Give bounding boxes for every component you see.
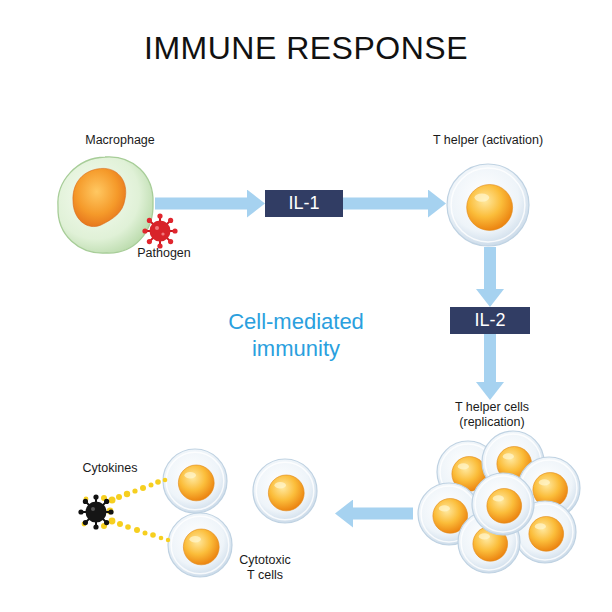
- cell-nucleus: [178, 465, 214, 501]
- cell-group: Cytotoxic T cells: [160, 445, 335, 585]
- cell-membrane: [253, 459, 317, 523]
- cell-rim: [171, 516, 229, 574]
- virus-core: [86, 502, 107, 523]
- flow-arrow: [353, 508, 413, 520]
- cytokine-box: IL-2: [450, 307, 530, 334]
- t-helper-cell: T helper (activation): [446, 163, 530, 247]
- cell-membrane: [168, 513, 232, 577]
- virus-spike-tips: [142, 213, 177, 248]
- cell-label: Macrophage: [55, 133, 185, 148]
- virus-spikes: [81, 497, 111, 527]
- cell-rim: [166, 452, 224, 510]
- t-cell: [447, 164, 529, 246]
- cell-nucleus: [268, 475, 304, 511]
- macrophage-outline: [55, 155, 155, 255]
- nucleus-highlight: [189, 536, 201, 542]
- cytokine-dots: [82, 478, 171, 543]
- cell-membrane: [472, 473, 534, 535]
- t-cell: [168, 513, 232, 577]
- diagram-title: IMMUNE RESPONSE: [0, 30, 612, 66]
- nucleus-highlight: [458, 463, 469, 469]
- macrophage-membrane: [58, 157, 153, 253]
- pathogen-virus: [142, 213, 177, 248]
- cytotoxic-target-virus: [78, 494, 113, 529]
- cell-label: T helper (activation): [406, 133, 570, 148]
- flow-arrow: [484, 334, 496, 382]
- cell-nucleus: [467, 185, 513, 231]
- pathogen-label: Pathogen: [128, 246, 200, 261]
- nucleus-highlight: [439, 505, 450, 511]
- cell-label: Cytotoxic T cells: [236, 553, 294, 583]
- virus-core: [150, 221, 171, 242]
- nucleus-highlight: [503, 453, 514, 459]
- nucleus-highlight: [539, 479, 550, 485]
- cell-rim: [451, 168, 525, 242]
- macrophage-cell: Macrophage: [55, 155, 155, 255]
- nucleus-highlight: [184, 472, 196, 478]
- immunity-type-label: Cell-mediated immunity: [212, 308, 380, 362]
- virus-spikes: [145, 216, 175, 246]
- cell-nucleus: [183, 529, 219, 565]
- cytokine-box: IL-1: [265, 190, 343, 217]
- virus-spot: [91, 507, 95, 511]
- flow-arrow: [484, 247, 496, 289]
- t-cell: [253, 459, 317, 523]
- nucleus-highlight: [535, 523, 546, 529]
- cell-rim: [256, 462, 314, 520]
- cytokines-label: Cytokines: [74, 461, 146, 476]
- nucleus-highlight: [479, 533, 490, 539]
- cell-outline: [446, 163, 530, 247]
- cytokine-name: IL-1: [288, 193, 319, 214]
- cell-cluster: T helper cells (replication): [413, 400, 583, 582]
- virus-spot: [161, 232, 164, 235]
- virus-spot: [155, 226, 159, 230]
- flow-arrow: [155, 198, 247, 210]
- cell-rim: [475, 476, 531, 532]
- flow-arrow: [343, 198, 428, 210]
- t-cell: [472, 473, 534, 535]
- cytokine-name: IL-2: [474, 310, 505, 331]
- nucleus-highlight: [274, 482, 286, 488]
- nucleus-highlight: [474, 194, 489, 202]
- cell-nucleus: [487, 489, 522, 524]
- virus-spike-tips: [78, 494, 113, 529]
- nucleus-highlight: [493, 495, 504, 501]
- cell-label: T helper cells (replication): [444, 400, 540, 430]
- cell-nucleus: [529, 517, 564, 552]
- cell-cluster-art: [413, 430, 583, 578]
- macrophage-nucleus: [73, 168, 126, 226]
- cell-membrane: [163, 449, 227, 513]
- t-cell: [163, 449, 227, 513]
- cell-membrane: [447, 164, 529, 246]
